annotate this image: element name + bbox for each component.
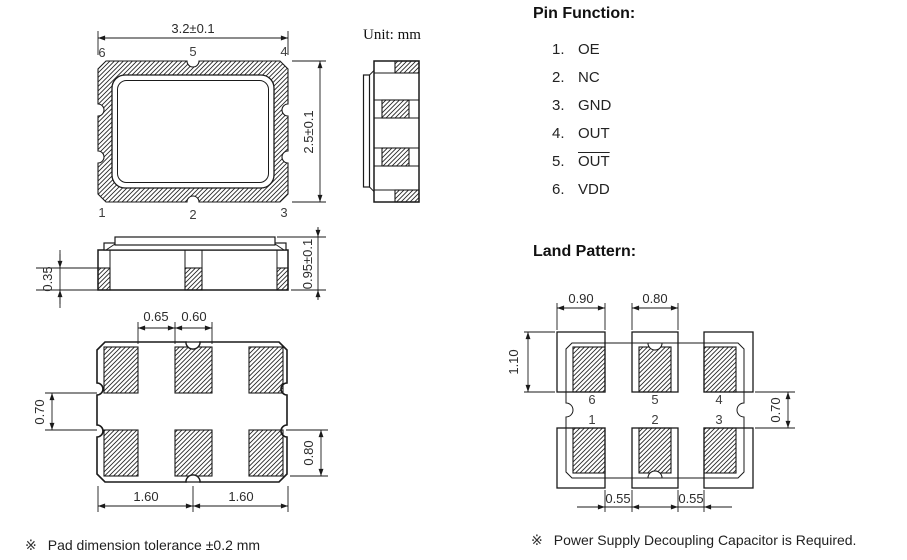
decoupling-capacitor-note: ※ Power Supply Decoupling Capacitor is R… [531, 532, 856, 549]
pin-function-item: 1. OE [533, 35, 783, 63]
dim-land-height: 1.10 [506, 349, 521, 374]
lid-front [114, 236, 276, 246]
land-pin-2: 2 [651, 412, 658, 427]
dim-outer-land-width: 0.90 [568, 291, 593, 306]
package-top-view: 3.2±0.1 2.5±0.1 6 5 4 1 2 3 [97, 21, 326, 222]
pin-number-4: 4 [280, 44, 287, 59]
land-pin-1: 1 [588, 412, 595, 427]
dim-total-height: 0.95±0.1 [300, 239, 315, 290]
land-pattern-drawing: 6 5 4 1 2 3 0.90 0.80 1.10 0.70 0.55 0.5… [506, 291, 795, 512]
pin-item-label: OUT [578, 124, 610, 142]
castellation-pad [381, 99, 410, 119]
cavity-outline [111, 74, 275, 189]
pin-item-number: 5. [552, 152, 565, 170]
package-side-view [362, 60, 420, 203]
pin-number-6: 6 [98, 45, 105, 60]
bottom-outline [96, 341, 288, 483]
lid-edge [362, 74, 371, 188]
pin-function-item: 4. OUT [533, 119, 783, 147]
pin-function-item: 5. OUT [533, 147, 783, 175]
pin-number-5: 5 [189, 44, 196, 59]
dim-center-pad-width: 0.60 [181, 309, 206, 324]
pin-function-list: 1. OE 2. NC 3. GND 4. OUT 5. OUT 6. VDD [533, 35, 783, 203]
dim-pad-gap: 0.65 [143, 309, 168, 324]
pin-number-3: 3 [280, 205, 287, 220]
reference-mark: ※ [25, 537, 37, 553]
pin-item-number: 4. [552, 124, 565, 142]
land-pad-5 [638, 346, 672, 393]
bottom-pad [276, 267, 289, 291]
pin-item-label: OE [578, 40, 600, 58]
pad-tolerance-note: ※ Pad dimension tolerance ±0.2 mm [25, 537, 260, 554]
dim-row-gap: 0.70 [32, 399, 47, 424]
bottom-pad [184, 267, 203, 291]
pin-item-label: VDD [578, 180, 610, 198]
dim-land-gap-right: 0.55 [678, 491, 703, 506]
pin-item-label-inverted-out: OUT [578, 152, 610, 170]
package-bottom-view: 0.65 0.60 0.70 0.80 1.60 1.60 [32, 309, 328, 512]
dim-pitch-left: 1.60 [133, 489, 158, 504]
bottom-pad [97, 267, 111, 291]
dim-land-row-gap: 0.70 [768, 397, 783, 422]
dim-land-gap-left: 0.55 [605, 491, 630, 506]
dim-pad-height: 0.80 [301, 440, 316, 465]
pin-number-2: 2 [189, 207, 196, 222]
pin-number-1: 1 [98, 205, 105, 220]
land-pin-4: 4 [715, 392, 722, 407]
pin-function-title: Pin Function: [533, 5, 636, 22]
pin-function-section: Pin Function: 1. OE 2. NC 3. GND 4. OUT … [533, 5, 783, 203]
pad-6 [103, 346, 139, 394]
pin-item-label: GND [578, 96, 612, 114]
pad-5 [174, 346, 213, 394]
dim-center-land-width: 0.80 [642, 291, 667, 306]
castellation-pad [394, 60, 420, 74]
castellation-pad [394, 189, 420, 203]
unit-label: Unit: mm [363, 27, 421, 43]
land-pin-5: 5 [651, 392, 658, 407]
dim-pitch-right: 1.60 [228, 489, 253, 504]
cavity-inner-line [117, 80, 269, 183]
land-pad-1 [572, 427, 606, 474]
pad-4 [248, 346, 284, 394]
pin-item-number: 3. [552, 96, 565, 114]
pin-item-label: NC [578, 68, 600, 86]
pad-1 [103, 429, 139, 477]
dim-body-width: 3.2±0.1 [171, 21, 214, 36]
pin-function-item: 3. GND [533, 91, 783, 119]
castellation-pad [381, 147, 410, 167]
pad-tolerance-note-text: Pad dimension tolerance ±0.2 mm [47, 537, 261, 553]
body-outline [373, 60, 420, 203]
reference-mark: ※ [531, 532, 543, 548]
land-pin-6: 6 [588, 392, 595, 407]
decoupling-capacitor-note-text: Power Supply Decoupling Capacitor is Req… [553, 532, 857, 548]
pin-function-item: 2. NC [533, 63, 783, 91]
pad-3 [248, 429, 284, 477]
dim-body-height: 2.5±0.1 [301, 110, 316, 153]
land-pattern-title: Land Pattern: [533, 243, 637, 260]
land-pad-3 [703, 427, 737, 474]
pin-item-number: 2. [552, 68, 565, 86]
pad-2 [174, 429, 213, 477]
pin-item-number: 6. [552, 180, 565, 198]
pin-function-item: 6. VDD [533, 175, 783, 203]
dim-pad-height: 0.35 [40, 266, 55, 291]
land-pad-2 [638, 427, 672, 474]
land-pad-6 [572, 346, 606, 393]
land-pin-3: 3 [715, 412, 722, 427]
land-pad-4 [703, 346, 737, 393]
package-front-view: 0.35 0.95±0.1 [36, 227, 326, 308]
pin-item-number: 1. [552, 40, 565, 58]
